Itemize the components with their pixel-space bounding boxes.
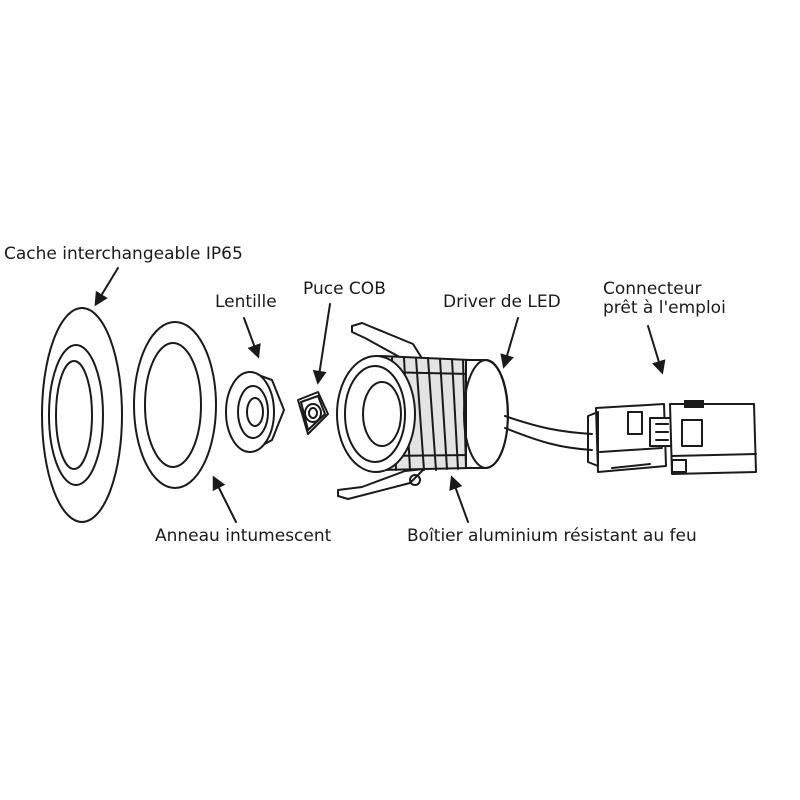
label-driver: Driver de LED xyxy=(443,292,561,312)
aluminium-housing xyxy=(336,322,509,500)
label-lens: Lentille xyxy=(215,292,277,312)
cable xyxy=(504,415,593,451)
intumescent-ring xyxy=(133,321,217,489)
label-chip: Puce COB xyxy=(303,279,386,299)
lens xyxy=(225,371,285,453)
arrow-ring xyxy=(212,475,237,523)
arrow-housing xyxy=(449,475,469,523)
label-cover: Cache interchangeable IP65 xyxy=(4,244,243,264)
label-ring: Anneau intumescent xyxy=(155,526,332,546)
label-connector-line1: Connecteur xyxy=(603,279,702,299)
connector xyxy=(587,400,757,475)
arrow-driver xyxy=(500,317,519,369)
arrow-cover xyxy=(94,267,119,307)
cob-chip xyxy=(297,391,329,435)
cover-plate xyxy=(41,307,123,523)
arrow-connector xyxy=(647,325,666,375)
label-housing: Boîtier aluminium résistant au feu xyxy=(407,526,697,546)
arrow-lens xyxy=(243,317,261,359)
label-connector-line2: prêt à l'emploi xyxy=(603,298,726,318)
arrow-chip xyxy=(312,303,331,385)
